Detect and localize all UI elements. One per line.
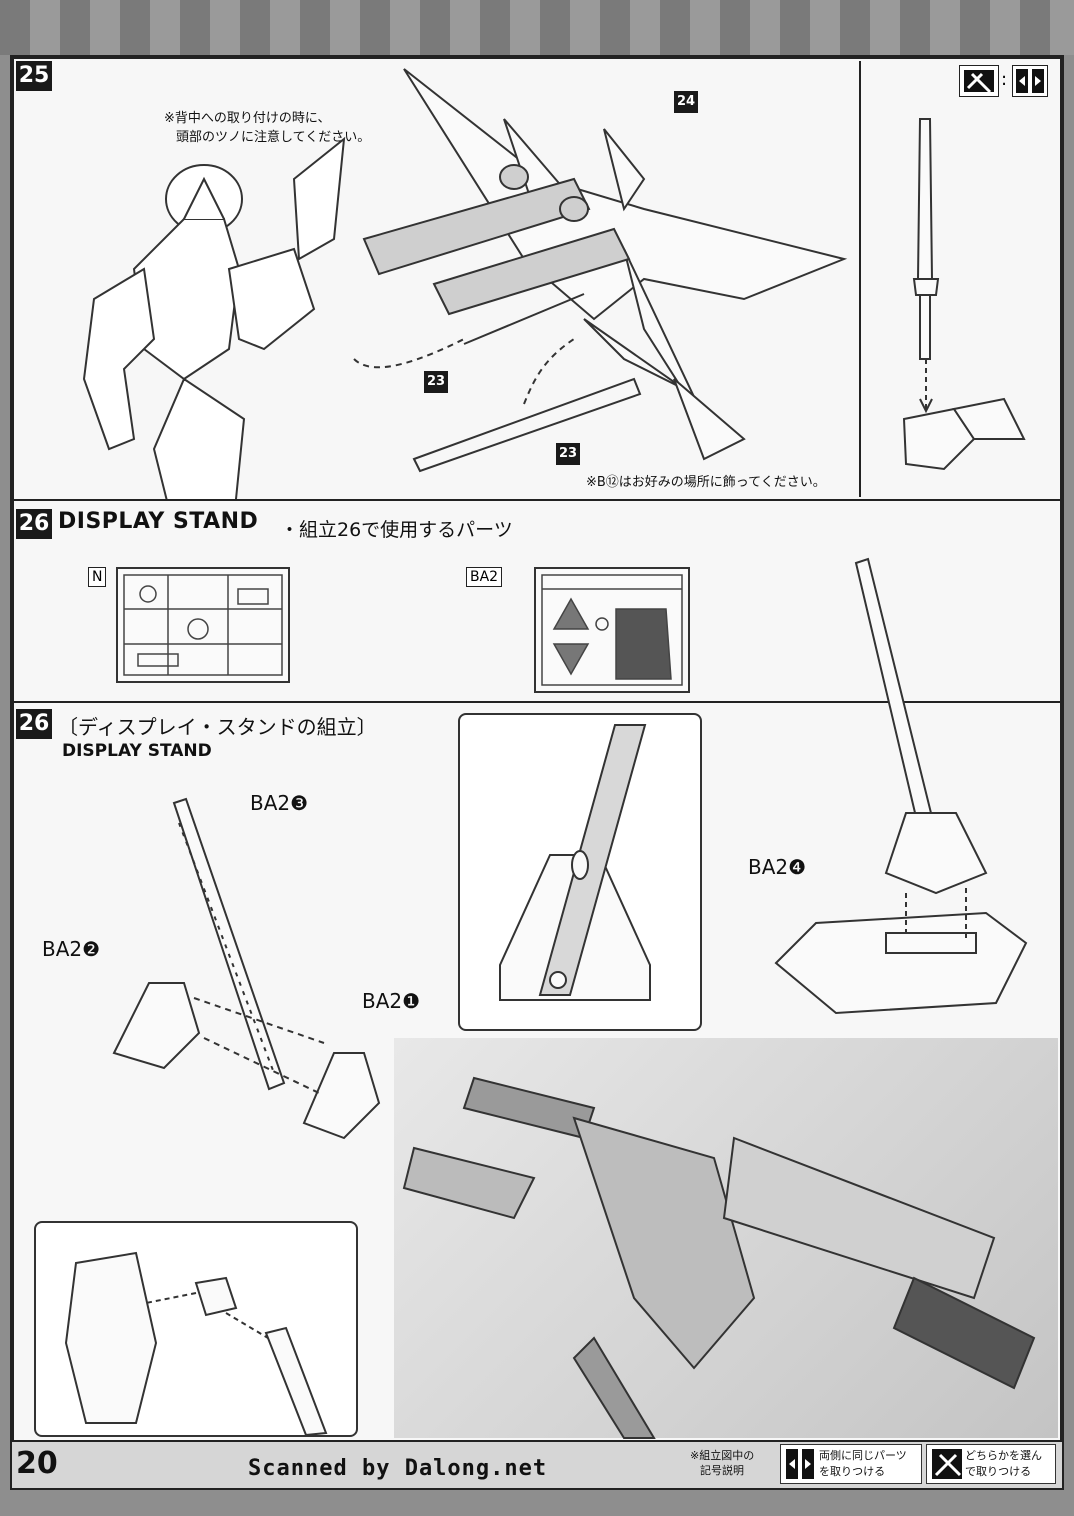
callout-ba2-1: BA2❶ xyxy=(362,989,421,1013)
page-number: 20 xyxy=(16,1446,58,1481)
detail-zoom-box xyxy=(458,713,702,1031)
legend-choose-one-line2: で取りつける xyxy=(965,1465,1032,1478)
choose-one-icon xyxy=(959,65,999,97)
step25-panel: 25 : ※背中への取り付けの時に、 頭部のツノに注意してください。 xyxy=(12,57,1062,531)
iwsp-backpack-illustration xyxy=(353,68,848,473)
stand-arm-exploded-illustration xyxy=(112,797,381,1140)
step25-note-line1: ※背中への取り付けの時に、 xyxy=(164,111,331,126)
step26-parts-title: DISPLAY STAND xyxy=(58,509,259,534)
step26-assembly-number: 26 xyxy=(16,709,52,739)
sword-and-hand-illustration xyxy=(902,118,1026,471)
step25-number: 25 xyxy=(16,61,52,91)
callout-ba2-2: BA2❷ xyxy=(42,937,101,961)
legend-both-sides-box: 両側に同じパーツ を取りつける xyxy=(780,1444,922,1484)
detail-joint-illustration xyxy=(499,724,651,1001)
step26-assembly-title-en: DISPLAY STAND xyxy=(62,741,212,761)
legend-title-line1: ※組立図中の xyxy=(690,1449,755,1462)
cannon-lower xyxy=(432,227,631,316)
assembled-arm xyxy=(854,557,933,819)
runner-ba2-diagram xyxy=(534,567,690,693)
top-background-strip xyxy=(0,0,1074,55)
step26-parts-panel: 26 DISPLAY STAND ・組立26で使用するパーツ N BA2 xyxy=(12,499,1062,703)
legend-both-sides-line1: 両側に同じパーツ xyxy=(819,1449,907,1462)
n7-inset-box xyxy=(34,1221,358,1437)
legend-both-sides-line2: を取りつける xyxy=(819,1465,886,1478)
part-badge-23-upper: 23 xyxy=(424,371,448,393)
arm-ba2-3 xyxy=(172,797,286,1091)
step25-bottom-note: ※B⑫はお好みの場所に飾ってください。 xyxy=(586,475,826,490)
part-badge-24: 24 xyxy=(674,91,698,113)
runner-label-n: N xyxy=(88,567,107,587)
choose-one-icon xyxy=(932,1449,962,1479)
runner-n-sprue xyxy=(123,574,283,676)
both-sides-glyph xyxy=(1016,69,1044,93)
part-badge-23-lower: 23 xyxy=(556,443,580,465)
base-ba2-2 xyxy=(112,982,201,1070)
model-photo-shapes xyxy=(402,1076,1036,1439)
legend-title-line2: 記号説明 xyxy=(700,1464,744,1477)
step25-divider xyxy=(859,61,861,497)
sword-bottom xyxy=(412,377,642,473)
assembled-model-photo xyxy=(394,1038,1058,1439)
step26-parts-subtitle: ・組立26で使用するパーツ xyxy=(280,519,513,541)
step25-note-line2: 頭部のツノに注意してください。 xyxy=(176,130,371,145)
callout-ba2-4: BA2❹ xyxy=(748,855,807,879)
step26-parts-number: 26 xyxy=(16,509,52,539)
runner-n-diagram xyxy=(116,567,290,683)
display-base-ba2-4 xyxy=(774,911,1028,1015)
callout-ba2-3: BA2❸ xyxy=(250,791,309,815)
choose-one-glyph xyxy=(964,70,994,94)
step26-assembly-title-jp: 〔ディスプレイ・スタンドの組立〕 xyxy=(58,715,377,739)
scan-credit: Scanned by Dalong.net xyxy=(248,1456,548,1481)
colon-glyph: : xyxy=(1001,69,1008,90)
runner-ba2-sprue xyxy=(541,574,683,686)
legend-choose-one-line1: どちらかを選ん xyxy=(965,1449,1042,1462)
legend-choose-one-box: どちらかを選ん で取りつける xyxy=(926,1444,1056,1484)
assembled-stand-illustration xyxy=(774,557,1028,1015)
base-ba2-1 xyxy=(302,1052,381,1140)
both-sides-icon xyxy=(786,1449,814,1479)
n7-attachment-illustration xyxy=(64,1251,328,1437)
both-sides-icon xyxy=(1012,65,1048,97)
step26-assembly-panel: 26 〔ディスプレイ・スタンドの組立〕 DISPLAY STAND BA2❸ B… xyxy=(12,557,1062,1442)
runner-label-ba2: BA2 xyxy=(466,567,503,587)
